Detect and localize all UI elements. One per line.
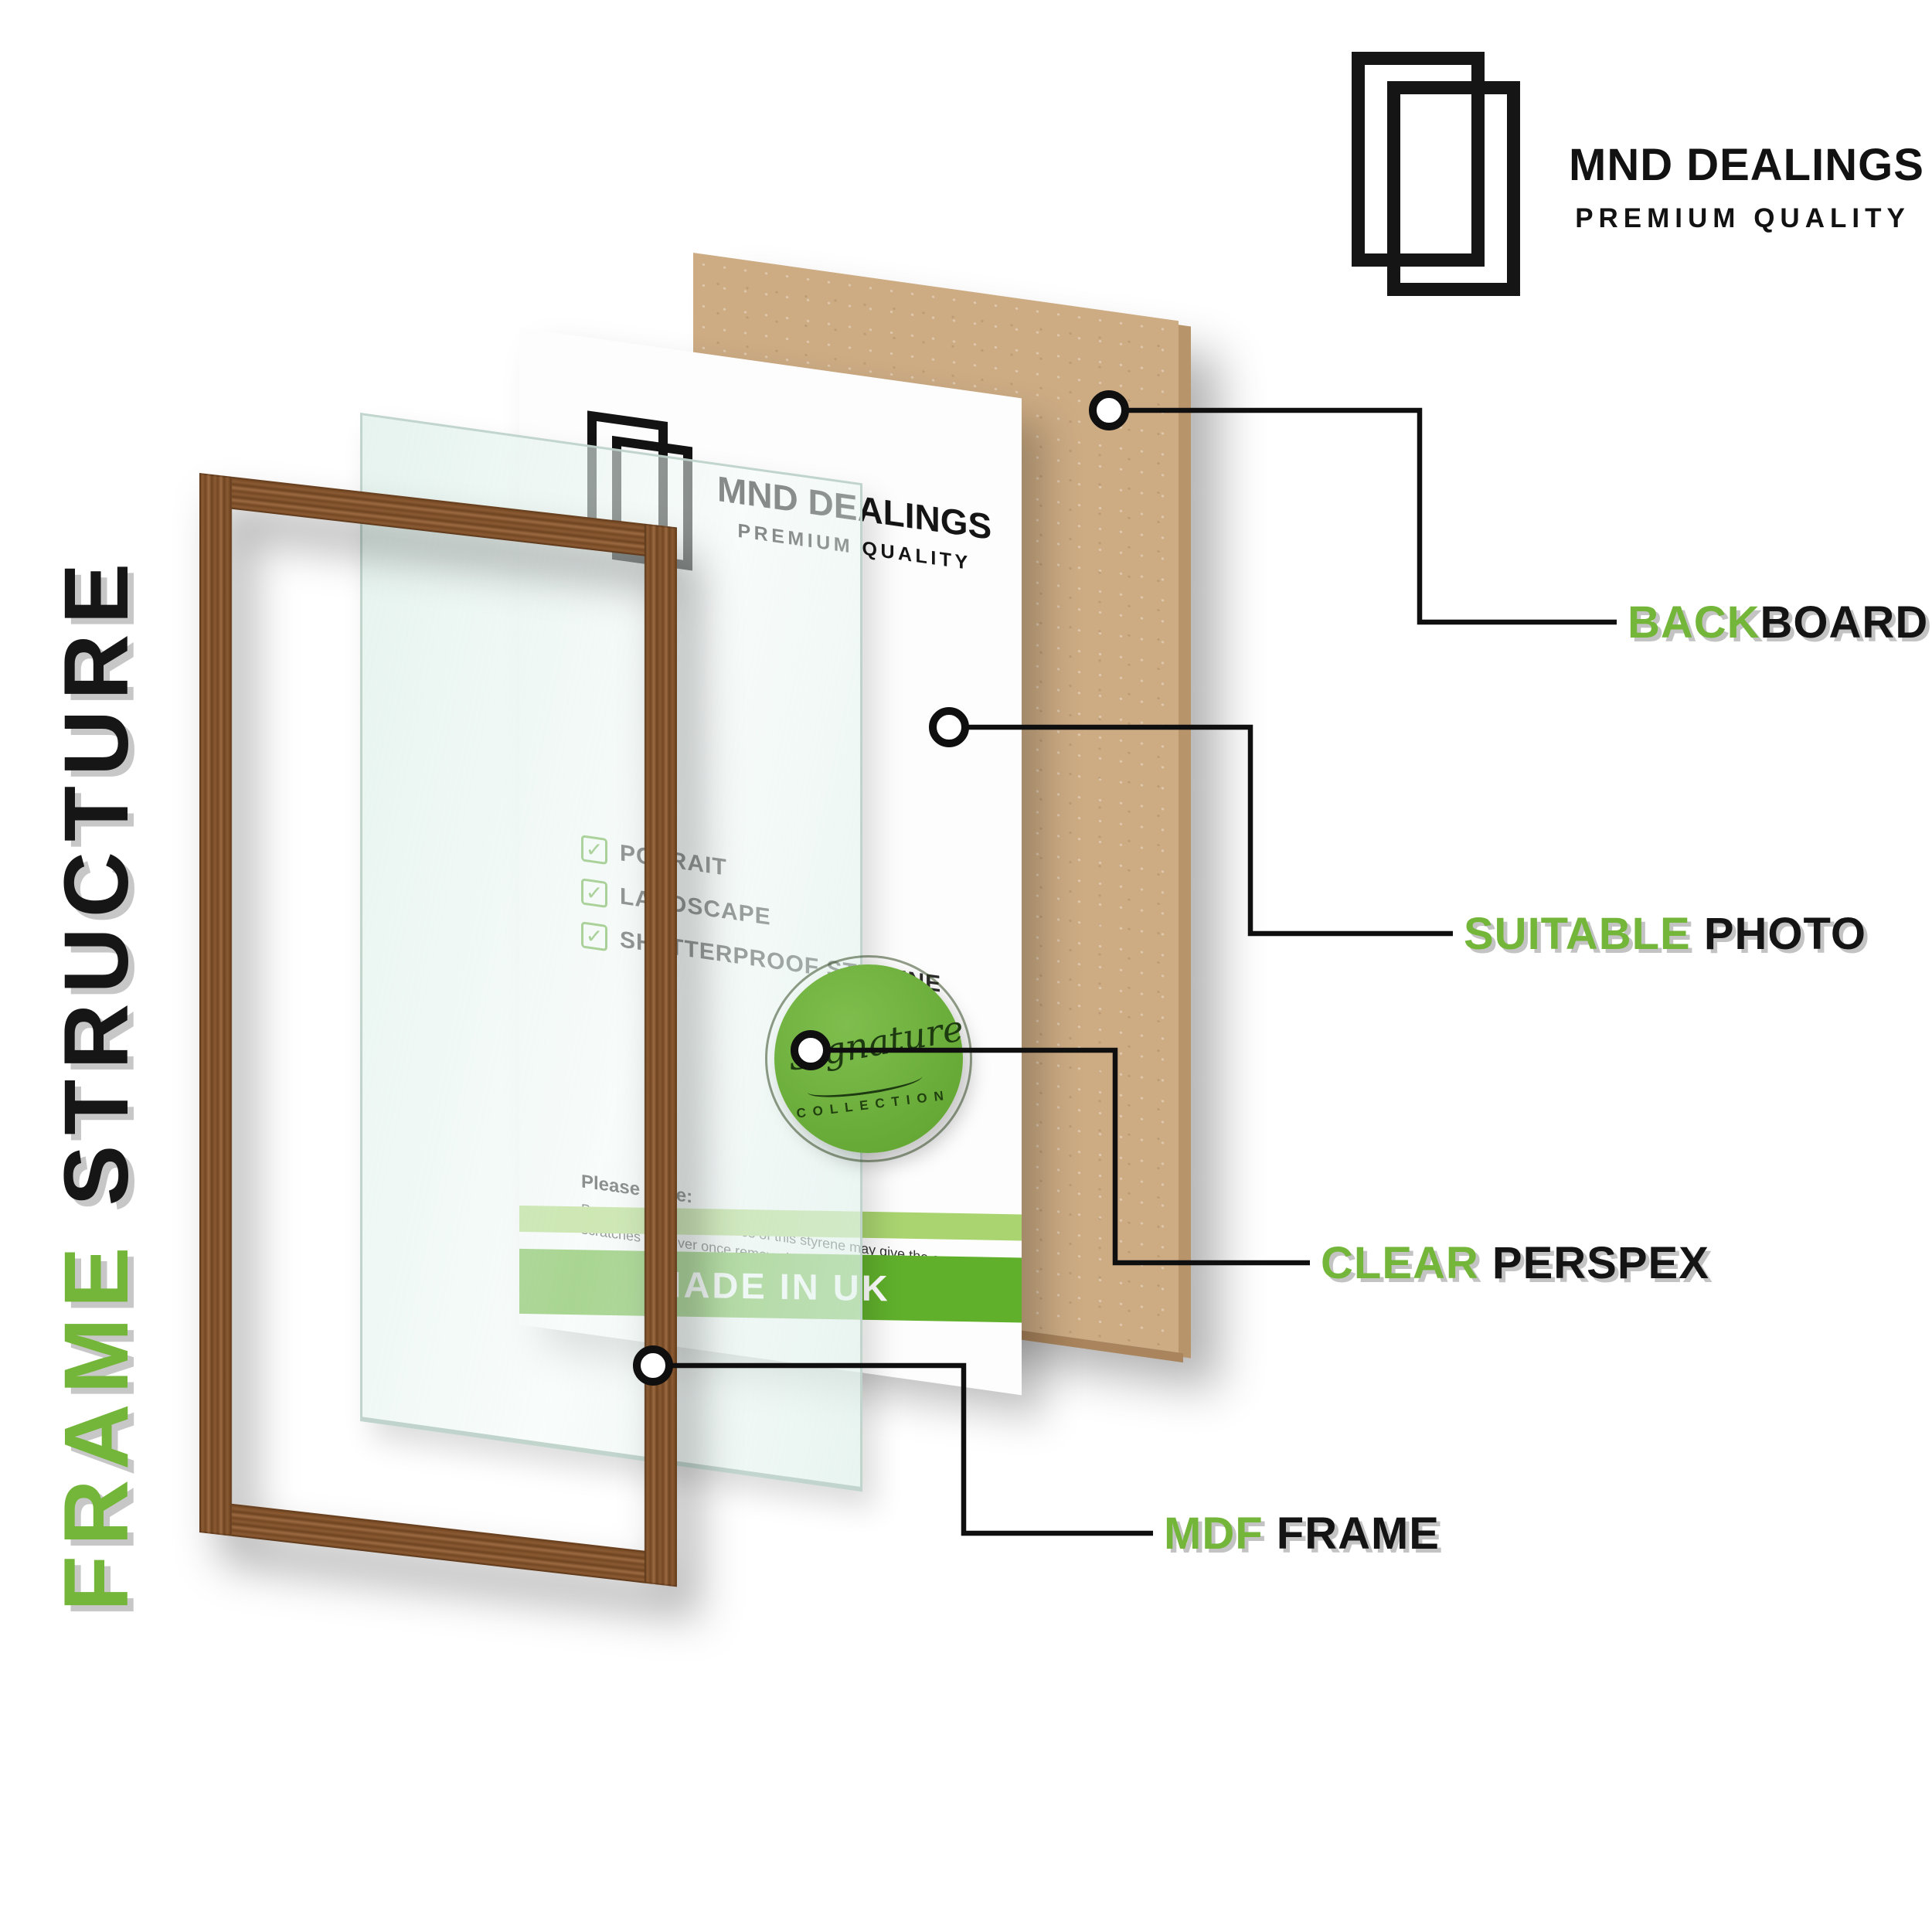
title-word-structure: STRUCTURE bbox=[46, 553, 148, 1206]
frame-icon-rect-front bbox=[1387, 81, 1520, 296]
frame-label-black: FRAME bbox=[1276, 1509, 1440, 1559]
frame-label-green: MDF bbox=[1164, 1509, 1264, 1559]
title-word-frame: FRAME bbox=[46, 1236, 148, 1611]
callout-label-clear-perspex: CLEAR PERSPEX bbox=[1321, 1237, 1709, 1289]
frame-bar-right bbox=[645, 523, 677, 1587]
frame-bar-left bbox=[199, 473, 232, 1536]
layer-wood-frame bbox=[199, 473, 677, 1587]
photo-label-black: PHOTO bbox=[1703, 909, 1867, 959]
backboard-label-green: BACK bbox=[1628, 597, 1760, 648]
backboard-label-black: BOARD bbox=[1760, 597, 1929, 648]
vertical-title: FRAME STRUCTURE bbox=[43, 313, 151, 1611]
callout-label-suitable-photo: SUITABLE PHOTO bbox=[1464, 908, 1866, 960]
brand-name: MND DEALINGS bbox=[1569, 140, 1924, 190]
perspex-label-green: CLEAR bbox=[1321, 1238, 1479, 1288]
double-frame-icon bbox=[1345, 46, 1522, 301]
perspex-label-black: PERSPEX bbox=[1492, 1238, 1709, 1288]
backboard-right-edge bbox=[1179, 325, 1191, 1359]
brand-text: MND DEALINGS PREMIUM QUALITY bbox=[1569, 139, 1924, 234]
frame-icon-rect-back bbox=[1352, 52, 1485, 267]
brand-tagline: PREMIUM QUALITY bbox=[1575, 203, 1910, 233]
signature-badge: Signature COLLECTION bbox=[765, 955, 972, 1162]
brand-logo: MND DEALINGS PREMIUM QUALITY bbox=[1345, 46, 1924, 301]
photo-label-green: SUITABLE bbox=[1464, 909, 1691, 959]
callout-label-mdf-frame: MDF FRAME bbox=[1164, 1508, 1440, 1560]
badge-script-text: Signature bbox=[784, 1007, 967, 1080]
frame-bar-bottom bbox=[199, 1500, 677, 1587]
callout-label-backboard: BACKBOARD bbox=[1628, 597, 1928, 648]
